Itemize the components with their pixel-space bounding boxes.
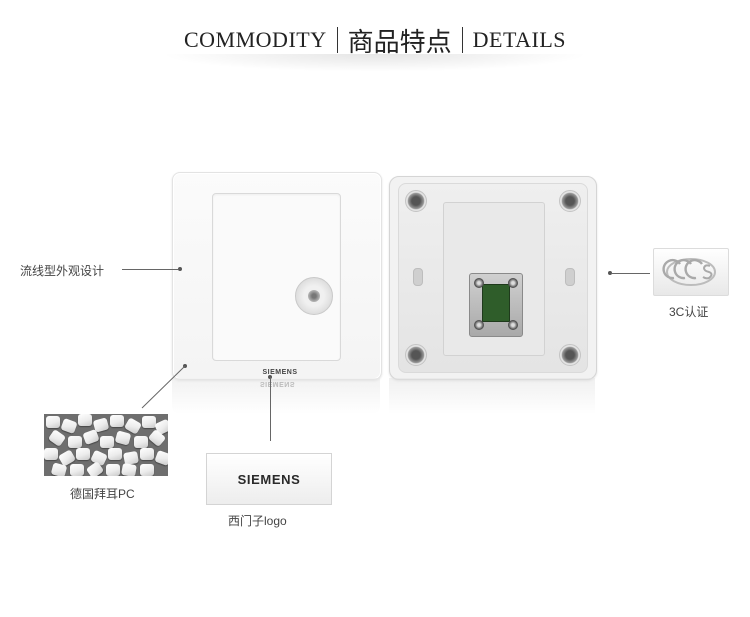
section-header: COMMODITY 商品特点 DETAILS (0, 18, 750, 62)
callout-dot (608, 271, 612, 275)
callout-line (122, 269, 178, 270)
mount-slot (565, 268, 575, 286)
coax-core (308, 290, 320, 302)
back-reflection (389, 378, 595, 414)
terminal-screw-icon (508, 320, 518, 330)
callout-line (612, 273, 650, 274)
coax-socket-icon (295, 277, 333, 315)
back-inner (398, 183, 588, 373)
pcb-board (482, 284, 510, 322)
back-center-plate (443, 202, 545, 356)
screw-hole-icon (559, 344, 581, 366)
screw-hole-icon (405, 190, 427, 212)
brand-reflection: SIEMENS (260, 380, 296, 387)
header-commodity: COMMODITY (183, 27, 327, 52)
callout-certification: 3C认证 (669, 305, 709, 319)
siemens-logo: SIEMENS (237, 471, 301, 487)
front-reflection: SIEMENS (172, 378, 380, 414)
screw-hole-icon (405, 344, 427, 366)
front-panel-image: SIEMENS (172, 172, 382, 380)
mount-slot (413, 268, 423, 286)
terminal-screw-icon (508, 278, 518, 288)
callout-logo: 西门子logo (228, 514, 287, 528)
screw-hole-icon (559, 190, 581, 212)
terminal-block (469, 273, 523, 337)
header-divider (336, 27, 338, 53)
ccc-badge-icon (653, 248, 729, 296)
callout-line (141, 366, 186, 409)
front-brand-mark: SIEMENS (262, 369, 298, 376)
header-details: DETAILS (472, 27, 567, 52)
callout-dot (178, 267, 182, 271)
header-divider (461, 27, 463, 53)
siemens-logo-closeup: SIEMENS (206, 453, 332, 505)
terminal-screw-icon (474, 278, 484, 288)
pc-pellets-photo (44, 414, 168, 476)
header-title: 商品特点 (347, 27, 452, 58)
callout-line (270, 377, 271, 441)
front-frame (212, 193, 341, 361)
callout-material: 德国拜耳PC (70, 487, 135, 501)
terminal-screw-icon (474, 320, 484, 330)
callout-design: 流线型外观设计 (20, 264, 105, 278)
header-shadow (160, 54, 590, 72)
back-panel-image (389, 176, 597, 380)
